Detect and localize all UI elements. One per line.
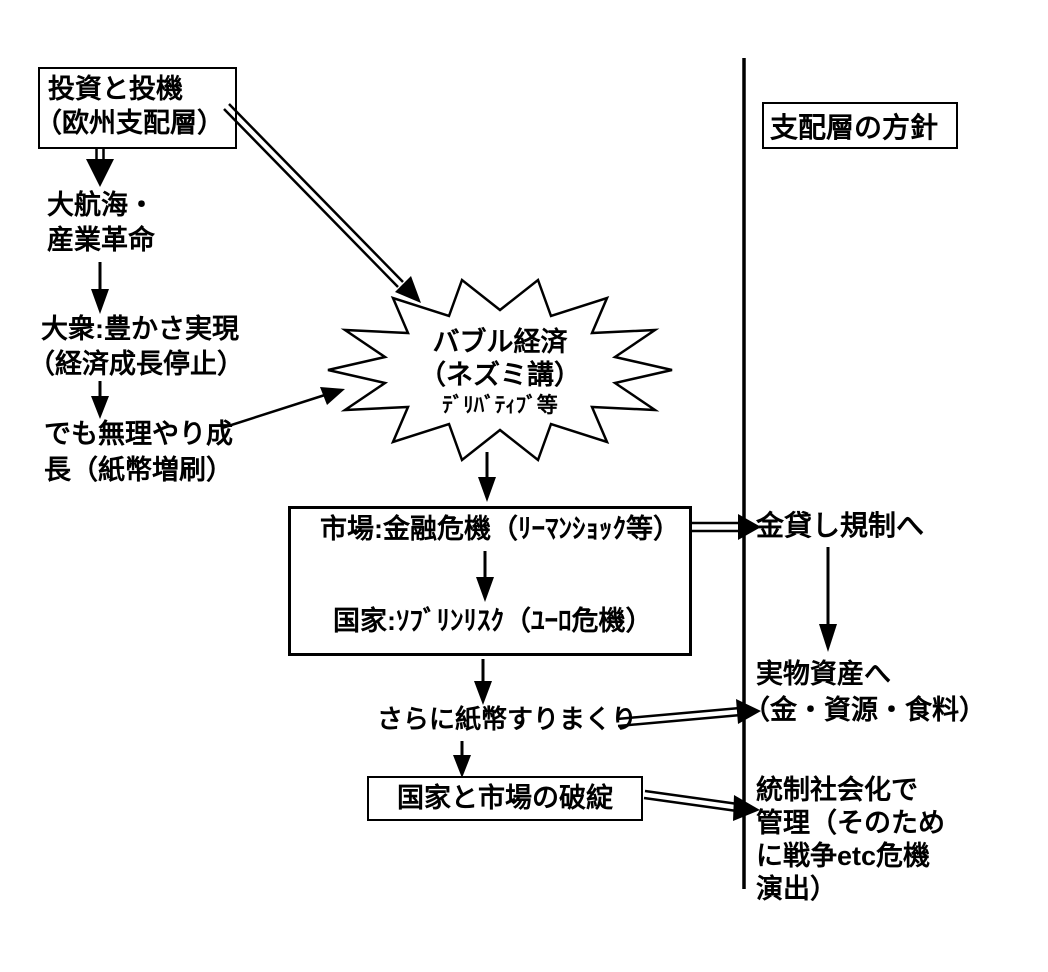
policy-header-box [762, 102, 958, 149]
forced-growth-node-label: でも無理やり成 長（紙幣増刷） [44, 419, 233, 485]
voyage-node-label: 大航海・ 産業革命 [47, 190, 155, 255]
market-crisis-label: 市場:金融危機（ﾘｰﾏﾝｼｮｯｸ等） [320, 514, 680, 544]
invest-node-label: 投資と投機 （欧州支配層） [35, 74, 224, 138]
invest-node-box [38, 67, 237, 149]
regulation-label: 金貸し規制へ [756, 510, 925, 541]
policy-header-label: 支配層の方針 [770, 112, 939, 143]
arrow-regulation-to-assets [819, 547, 837, 652]
arrow-bubble-to-crisis [478, 452, 496, 502]
masses-node-label: 大衆:豊かさ実現 （経済成長停止） [28, 314, 244, 379]
arrow-market-to-state [476, 551, 494, 602]
arrow-crisis-to-regulation [692, 514, 761, 540]
arrow-voyage-to-masses [91, 262, 109, 314]
real-assets-label: 実物資産へ （金・資源・食料） [743, 659, 986, 725]
sovereign-risk-label: 国家:ｿﾌﾞﾘﾝﾘｽｸ（ﾕｰﾛ危機） [333, 606, 653, 636]
controlled-society-label: 統制社会化で 管理（そのため に戦争etc危機 演出） [756, 775, 945, 904]
arrow-collapse-to-control [643, 789, 760, 821]
arrow-print-to-collapse [453, 741, 471, 778]
collapse-node-box [367, 776, 643, 821]
print-more-label: さらに紙幣すりまくり [377, 704, 638, 734]
crisis-node-box [288, 506, 692, 656]
arrow-crisis-to-print [474, 659, 492, 705]
arrow-print-to-assets [616, 699, 761, 728]
arrow-forced-to-bubble [221, 387, 345, 430]
bubble-starburst-shape [327, 277, 673, 463]
arrow-invest-to-voyage [86, 149, 114, 187]
collapse-node-label: 国家と市場の破綻 [397, 783, 613, 813]
bubble-node-label: バブル経済 （ネズミ講） ﾃﾞﾘﾊﾞﾃｨﾌﾞ等 [419, 327, 581, 417]
arrow-masses-to-forced [91, 381, 109, 419]
arrow-invest-to-bubble [223, 103, 421, 303]
